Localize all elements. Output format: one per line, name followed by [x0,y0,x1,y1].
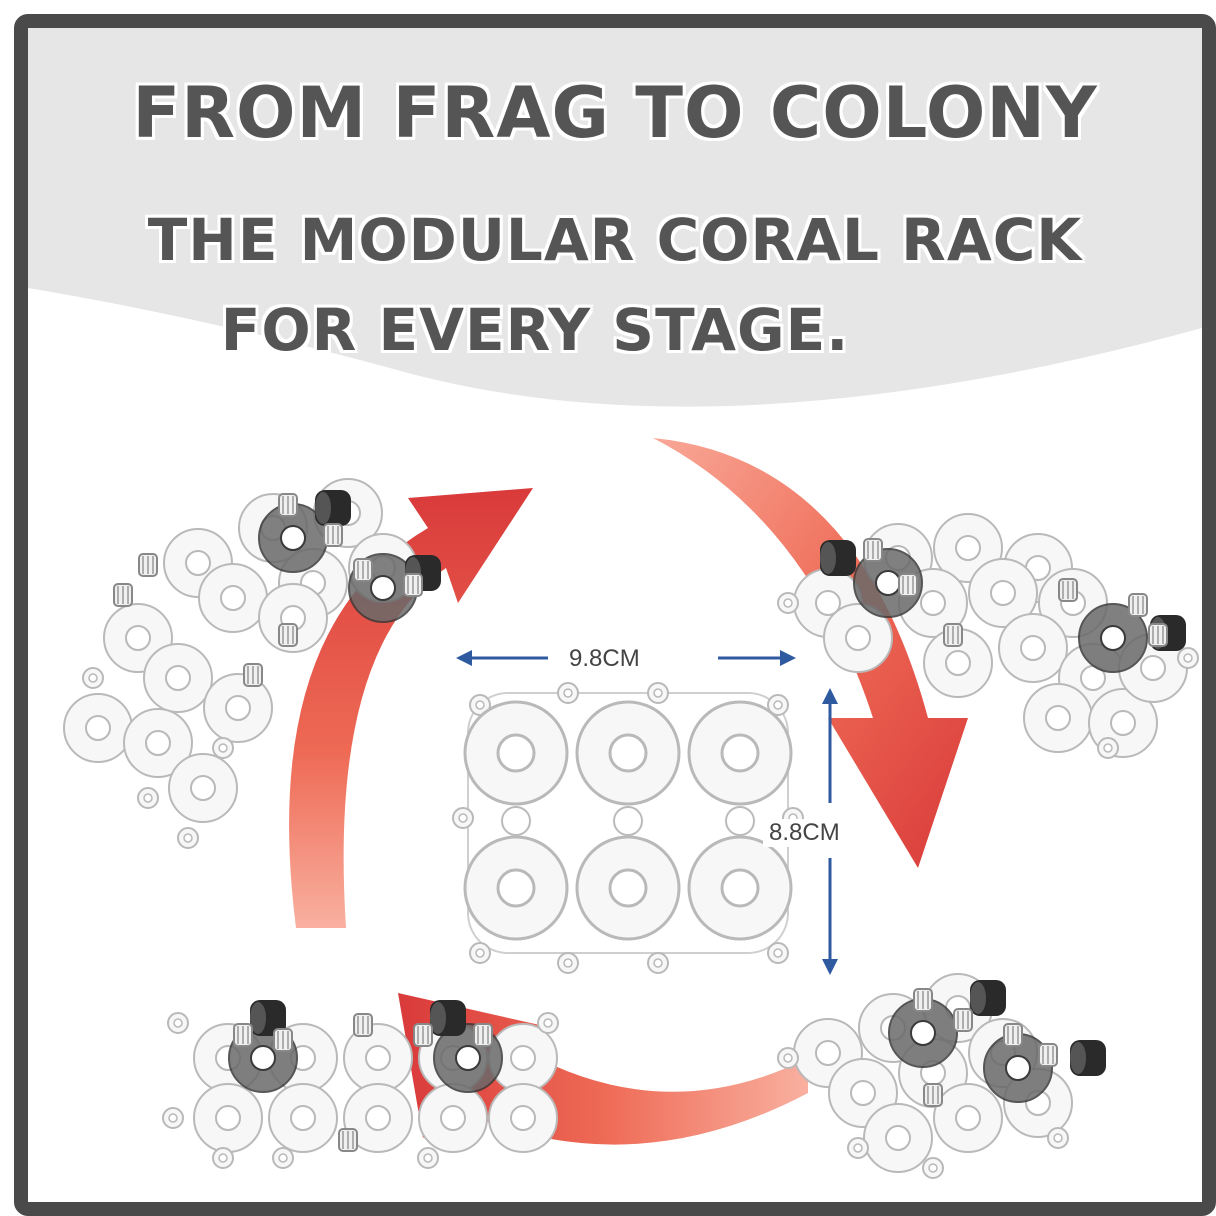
headline-line-3: FOR EVERY STAGE. [220,296,850,364]
product-illustration [63,438,1199,1179]
cycle-arrow-right [653,438,968,868]
height-dimension-line [822,688,838,975]
product-frame: FROM FRAG TO COLONY THE MODULAR CORAL RA… [14,14,1216,1216]
header-band [28,28,1202,407]
rack-assembly-bottom-right [777,973,1106,1179]
width-dimension-line [456,650,796,666]
width-dimension-label: 9.8CM [563,645,646,673]
headline-line-2: THE MODULAR CORAL RACK [147,206,1083,274]
headline-line-1: FROM FRAG TO COLONY [132,72,1098,154]
height-dimension-label: 8.8CM [763,819,846,847]
rack-assembly-top-left [63,478,441,849]
center-frag-plate [452,682,804,974]
